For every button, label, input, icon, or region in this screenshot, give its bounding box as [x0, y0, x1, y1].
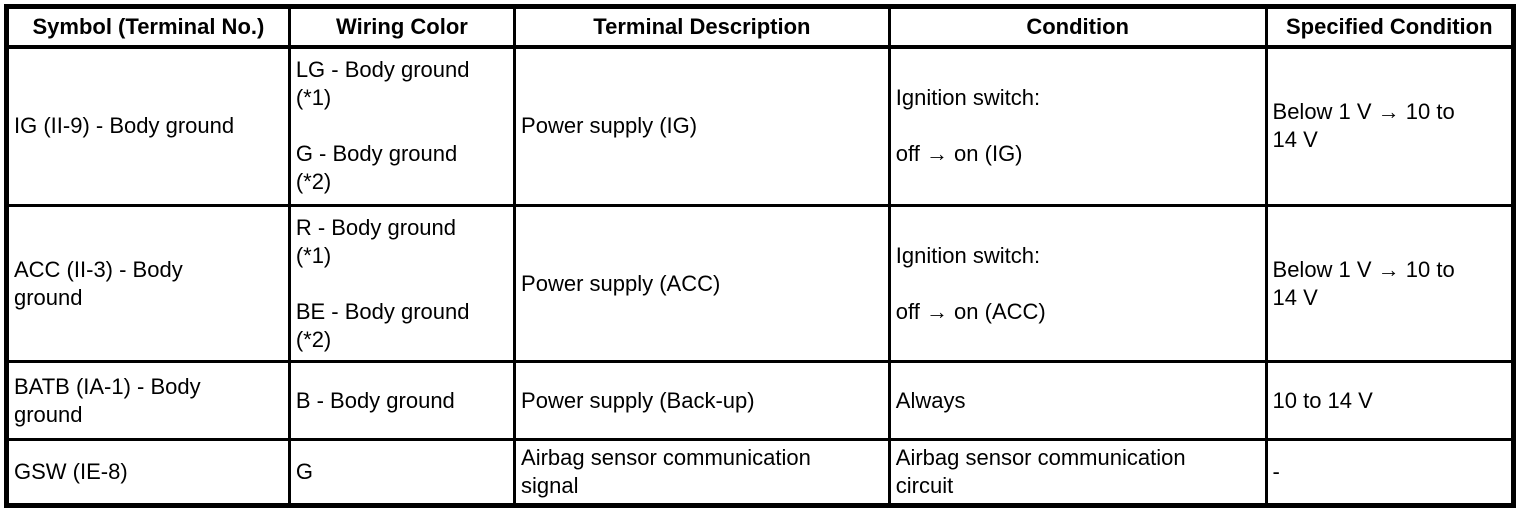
column-header-terminal-description: Terminal Description — [513, 5, 891, 49]
cell-terminal-description: Power supply (IG) — [513, 45, 891, 207]
cell-terminal-description: Power supply (ACC) — [513, 203, 891, 364]
cell-symbol: BATB (IA-1) - Body ground — [5, 360, 291, 442]
cell-wiring-color: B - Body ground — [287, 360, 517, 442]
terminal-table: Symbol (Terminal No.) Wiring Color Termi… — [4, 4, 1516, 508]
table-row-acc: ACC (II-3) - Body ground R - Body ground… — [5, 203, 1516, 364]
table-row-ig: IG (II-9) - Body ground LG - Body ground… — [5, 45, 1516, 207]
table-row-gsw: GSW (IE-8) G Airbag sensor communication… — [5, 438, 1516, 507]
column-header-wiring-color: Wiring Color — [287, 5, 517, 49]
cell-condition: Airbag sensor communication circuit — [887, 438, 1268, 507]
cell-specified-condition: Below 1 V → 10 to 14 V — [1264, 203, 1516, 364]
cell-specified-condition: 10 to 14 V — [1264, 360, 1516, 442]
cell-symbol: ACC (II-3) - Body ground — [5, 203, 291, 364]
cell-specified-condition: Below 1 V → 10 to 14 V — [1264, 45, 1516, 207]
cell-condition: Always — [887, 360, 1268, 442]
table-header-row: Symbol (Terminal No.) Wiring Color Termi… — [5, 5, 1516, 49]
cell-symbol: IG (II-9) - Body ground — [5, 45, 291, 207]
cell-condition: Ignition switch: off → on (ACC) — [887, 203, 1268, 364]
cell-wiring-color: LG - Body ground (*1) G - Body ground (*… — [287, 45, 517, 207]
column-header-symbol: Symbol (Terminal No.) — [5, 5, 291, 49]
cell-terminal-description: Airbag sensor communication signal — [513, 438, 891, 507]
column-header-specified-condition: Specified Condition — [1264, 5, 1516, 49]
cell-wiring-color: R - Body ground (*1) BE - Body ground (*… — [287, 203, 517, 364]
cell-wiring-color: G — [287, 438, 517, 507]
cell-terminal-description: Power supply (Back-up) — [513, 360, 891, 442]
table-row-batb: BATB (IA-1) - Body ground B - Body groun… — [5, 360, 1516, 442]
cell-specified-condition: - — [1264, 438, 1516, 507]
cell-symbol: GSW (IE-8) — [5, 438, 291, 507]
cell-condition: Ignition switch: off → on (IG) — [887, 45, 1268, 207]
column-header-condition: Condition — [887, 5, 1268, 49]
